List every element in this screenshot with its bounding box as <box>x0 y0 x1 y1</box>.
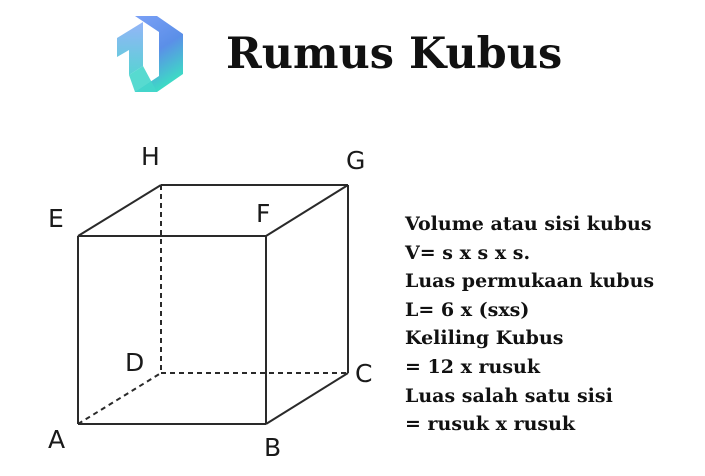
vertex-label-h: H <box>141 142 160 171</box>
cube-diagram: H G E F D C A B <box>48 142 372 462</box>
formula-line: V= s x s x s. <box>405 241 531 264</box>
formula-line: = rusuk x rusuk <box>405 413 576 436</box>
vertex-label-e: E <box>48 204 64 233</box>
formula-line: Luas salah satu sisi <box>405 384 613 407</box>
page-title: Rumus Kubus <box>226 29 563 79</box>
formula-list: Volume atau sisi kubus V= s x s x s. Lua… <box>405 210 654 439</box>
formula-line: L= 6 x (sxs) <box>405 298 530 321</box>
formula-line: Volume atau sisi kubus <box>405 213 652 235</box>
vertex-label-c: C <box>355 359 372 388</box>
edge-eh <box>77 184 162 237</box>
vertex-label-a: A <box>48 425 65 454</box>
vertex-label-b: B <box>264 433 281 462</box>
vertex-label-g: G <box>346 146 365 175</box>
formula-line: = 12 x rusuk <box>405 355 541 378</box>
vertex-label-d: D <box>125 348 144 377</box>
edge-ad-hidden <box>77 372 162 425</box>
formula-line: Luas permukaan kubus <box>405 270 655 293</box>
stylized-d-logo-icon <box>117 16 183 92</box>
edge-fg <box>265 184 349 237</box>
vertex-label-f: F <box>256 199 270 228</box>
edge-bc <box>265 372 349 425</box>
formula-line: Keliling Kubus <box>405 327 564 350</box>
